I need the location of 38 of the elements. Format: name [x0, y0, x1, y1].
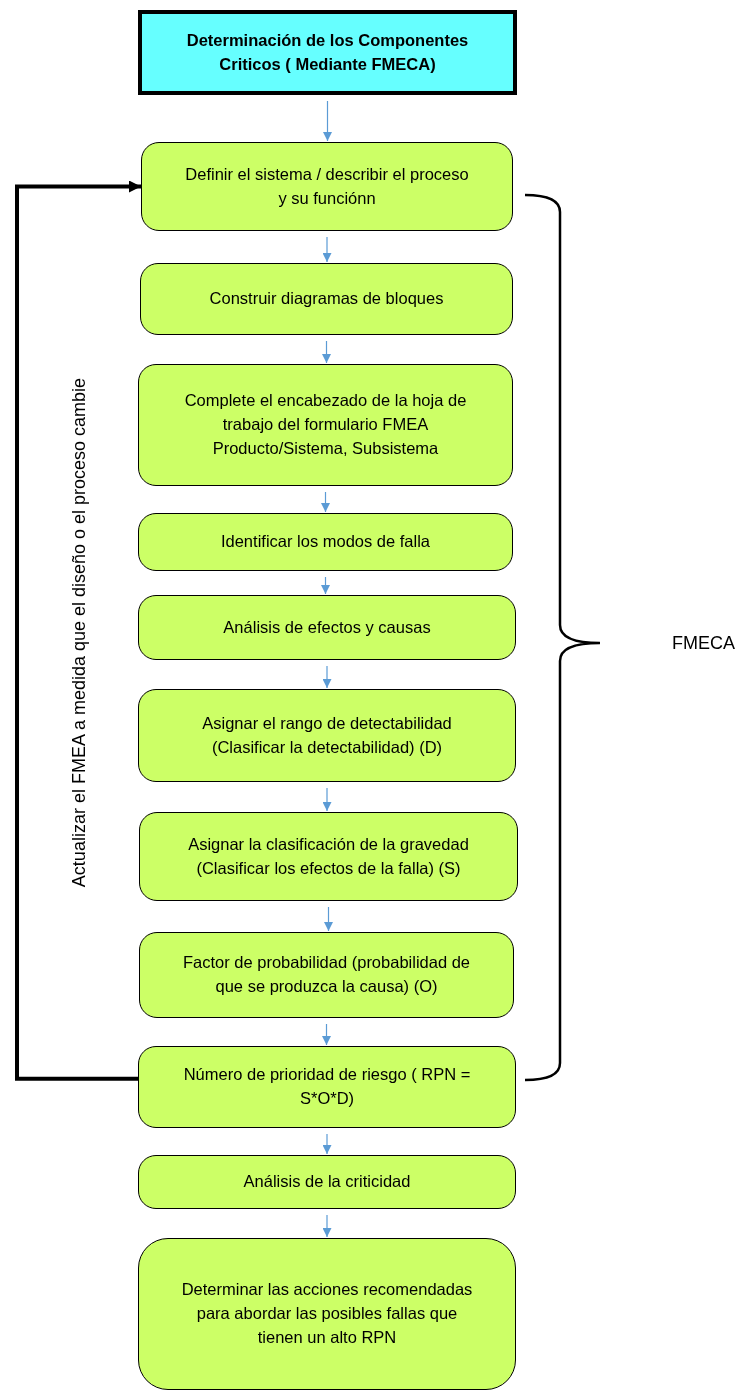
step-text: Determinar las acciones recomendadas para abordar las posibles fallas que tienen un alto RPN	[180, 1279, 474, 1348]
step-text: Definir el sistema / describir el proceso y su funciónn	[184, 163, 470, 209]
process-box	[141, 142, 513, 231]
arrow	[322, 665, 332, 689]
arrow	[322, 1133, 332, 1155]
edge-label: Actualizar el FMEA a medida que el diseño o el proceso cambie	[69, 377, 91, 887]
arrow	[323, 100, 332, 142]
process-box	[138, 1238, 516, 1390]
process-box	[140, 263, 513, 335]
process-box	[138, 364, 513, 486]
step-text: Complete el encabezado de la hoja de trabajo del formulario FMEA Producto/Sistema, Subsistema	[183, 390, 468, 459]
step-text: Número de prioridad de riesgo ( RPN = S*O*D)	[182, 1064, 472, 1109]
process-box	[138, 1155, 516, 1209]
process-box	[138, 689, 516, 782]
step-text: Análisis de efectos y causas	[222, 616, 432, 638]
arrow	[324, 906, 333, 932]
arrow	[322, 236, 332, 263]
step-text: Asignar el rango de detectabilidad (Clasificar la detectabilidad) (D)	[201, 712, 453, 758]
process-box	[138, 595, 516, 660]
arrow	[322, 340, 331, 364]
step-text: Factor de probabilidad (probabilidad de que se produzca la causa) (O)	[181, 952, 472, 997]
process-box	[138, 513, 513, 571]
process-box	[139, 932, 514, 1018]
title-box	[138, 10, 517, 95]
feedback-arrow	[15, 180, 141, 1081]
step-text: Construir diagramas de bloques	[208, 288, 445, 310]
arrow	[322, 1214, 332, 1238]
step-text: Asignar la clasificación de la gravedad (Clasificar los efectos de la falla) (S)	[187, 833, 470, 879]
step-text: Análisis de la criticidad	[242, 1171, 412, 1193]
arrow	[321, 576, 330, 595]
process-box	[139, 812, 518, 901]
arrow	[322, 787, 332, 812]
step-text: Determinación de los Componentes Criticos ( Mediante FMECA)	[185, 29, 470, 75]
step-text: Identificar los modos de falla	[219, 531, 432, 553]
arrow	[322, 1023, 331, 1046]
process-box	[138, 1046, 516, 1128]
bracket-label: FMECA	[672, 633, 735, 654]
arrow	[321, 491, 330, 513]
